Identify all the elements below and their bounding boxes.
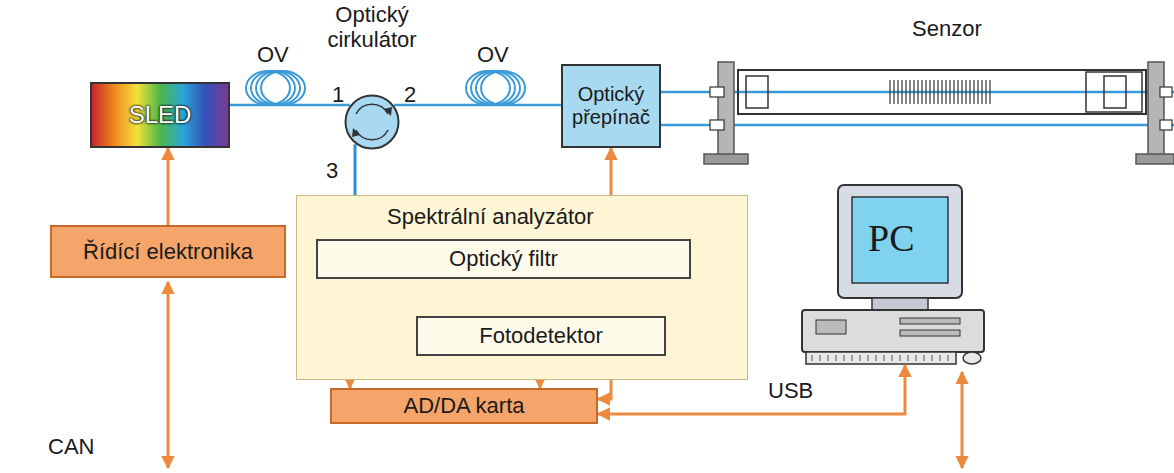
heading: PC [868,217,914,261]
bus-label: CAN [48,436,94,458]
heading: Optický cirkulátor [304,2,440,53]
fiber-label: OV [477,44,509,66]
box-label: Optický přepínač [565,83,657,129]
optical-switch-box: Optický přepínač [561,64,661,148]
heading: Spektrální analyzátor [387,204,594,229]
pc-bus-line [961,372,964,468]
photodetector-box: Fotodetektor [416,316,666,356]
box-label: AD/DA karta [403,393,524,418]
circulator-symbol [344,94,400,150]
port-number: 3 [326,160,338,182]
sensor-illustration [662,62,1174,164]
control-electronics-box: Řídící elektronika [50,225,286,278]
signal-arrow [167,148,170,225]
bus-label: USB [768,380,813,402]
fiber-coil [466,71,525,105]
port-number: 2 [404,84,416,106]
box-label: Fotodetektor [479,323,603,348]
adda-card-box: AD/DA karta [330,388,598,424]
optical-filter-box: Optický filtr [316,239,691,279]
optical-fiber [230,104,350,107]
fiber-label: OV [257,44,289,66]
optical-fiber [661,91,662,94]
fiber-coil [246,71,305,105]
sensor: Senzor [662,12,1170,162]
box-label: SLED [129,101,192,129]
optical-fiber [394,104,561,107]
spectrum-analyzer-panel: Spektrální analyzátorOptický filtrFotode… [296,195,748,380]
light-source-box: SLED [90,82,230,148]
box-label: Optický filtr [449,246,558,271]
heading: Senzor [912,16,982,41]
pc-illustration [802,185,984,364]
circulator: Optický cirkulátor [344,94,400,150]
optical-fiber [661,124,662,127]
box-label: Řídící elektronika [83,239,253,264]
can-bus-line [167,282,170,468]
port-number: 1 [332,84,344,106]
pc: PC [798,183,988,365]
